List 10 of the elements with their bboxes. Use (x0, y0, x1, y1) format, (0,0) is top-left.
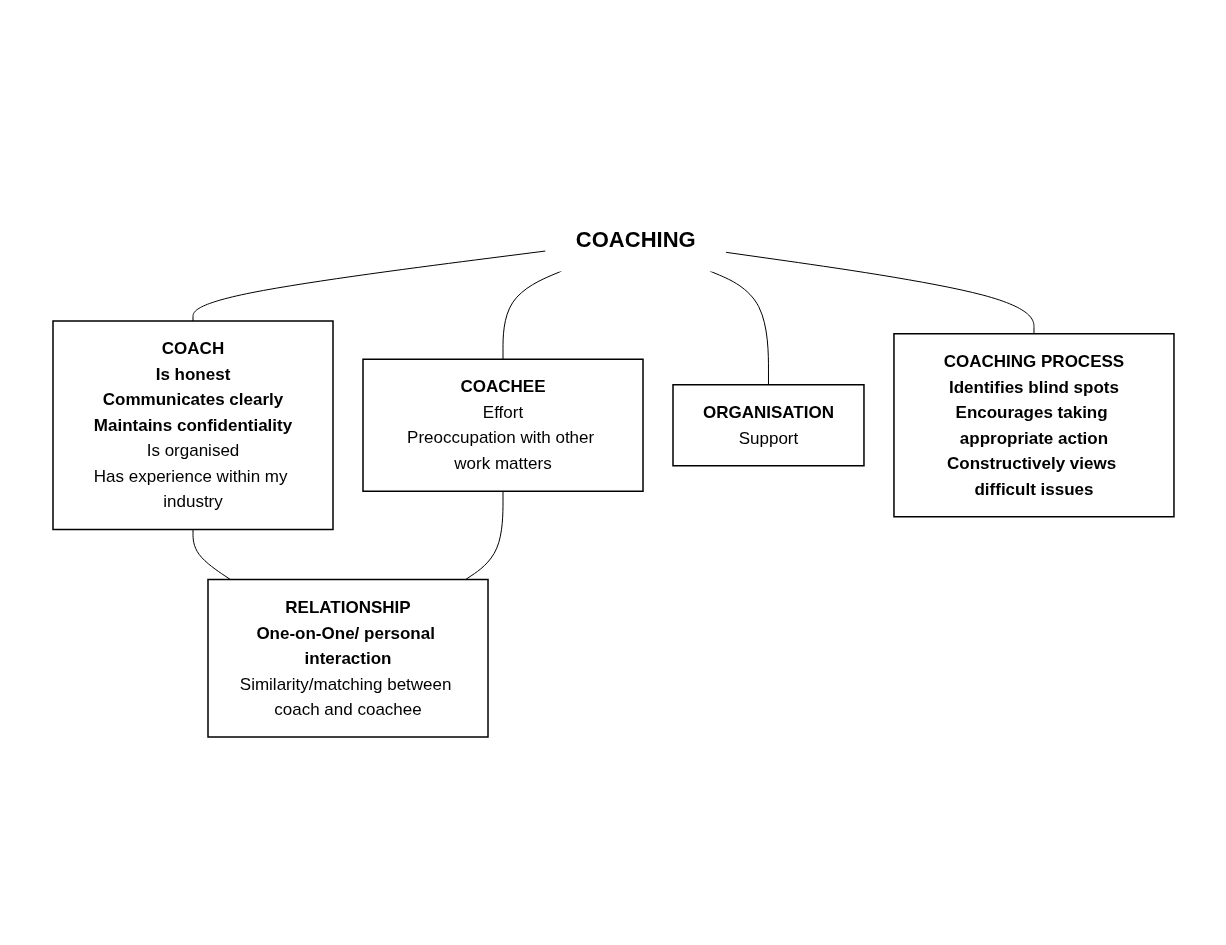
node-text: COACHING (575, 227, 696, 252)
node-box: COACHEE Effort Preoccupation with other work matters (361, 358, 644, 492)
connector (724, 251, 1034, 335)
node-box: ORGANISATION Support (671, 384, 865, 467)
node-box: COACH Is honest Communicates clearly Maintains confidentiality Is organised Has experience within my industry (51, 320, 334, 531)
node-box: COACHING PROCESS Identifies blind spots Encourages taking appropriate action Constructively views difficult issues (892, 333, 1175, 518)
connector (464, 490, 503, 580)
node-box: RELATIONSHIP One-on-One/ personal interaction Similarity/matching between coach and coachee (206, 578, 489, 738)
connector (192, 529, 231, 580)
connector (192, 250, 546, 322)
